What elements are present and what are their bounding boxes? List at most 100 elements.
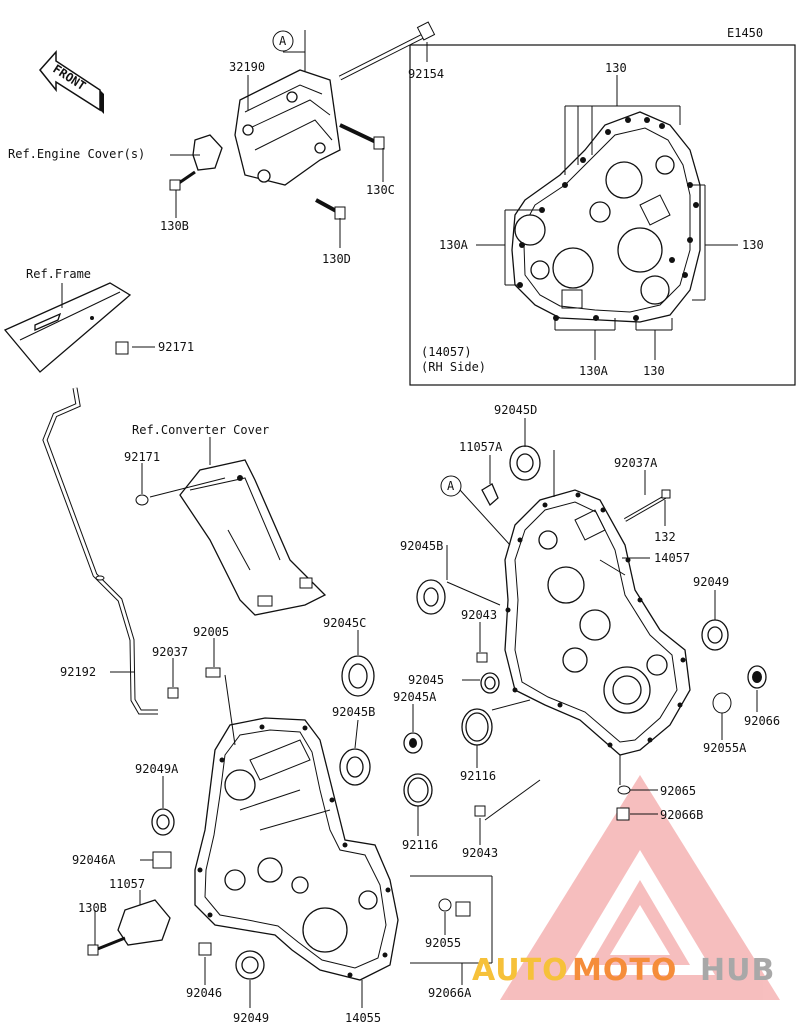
label-92045a: 92045A bbox=[393, 690, 437, 704]
callout-a-top bbox=[272, 30, 294, 52]
svg-text:HUB: HUB bbox=[700, 953, 775, 988]
bearing-92045d bbox=[509, 445, 541, 481]
bracket-11057a bbox=[481, 483, 499, 507]
dowel-92005 bbox=[205, 667, 221, 678]
label-92154: 92154 bbox=[408, 67, 444, 81]
label-14057: 14057 bbox=[654, 551, 690, 565]
label-92043-left: 92043 bbox=[462, 846, 498, 860]
right-leaders bbox=[446, 418, 758, 821]
seal-92049-right bbox=[701, 619, 729, 651]
label-92171-cover: 92171 bbox=[124, 450, 160, 464]
label-92192: 92192 bbox=[60, 665, 96, 679]
label-92049-left: 92049 bbox=[233, 1011, 269, 1025]
seal-92045a bbox=[403, 732, 423, 754]
right-crankcase-14057 bbox=[504, 489, 691, 756]
label-92046: 92046 bbox=[186, 986, 222, 1000]
engine-bracket-32190 bbox=[234, 69, 341, 186]
label-130b-bottom: 130B bbox=[78, 901, 107, 915]
label-92045b-left: 92045B bbox=[332, 705, 375, 719]
label-92045c: 92045C bbox=[323, 616, 366, 630]
inset-crankcase-rh bbox=[511, 111, 701, 323]
bolt-130c bbox=[339, 123, 385, 150]
label-132: 132 bbox=[654, 530, 676, 544]
label-92045b-right: 92045B bbox=[400, 539, 443, 553]
label-32190: 32190 bbox=[229, 60, 265, 74]
inset-leaders bbox=[476, 75, 738, 360]
label-92055: 92055 bbox=[425, 936, 461, 950]
frame-leaders bbox=[61, 283, 155, 348]
label-14055: 14055 bbox=[345, 1011, 381, 1025]
oring-92055 bbox=[438, 898, 452, 912]
engine-cover-bracket bbox=[192, 134, 223, 171]
label-92116-left: 92116 bbox=[402, 838, 438, 852]
plug-92066a bbox=[455, 901, 471, 917]
label-92171-frame: 92171 bbox=[158, 340, 194, 354]
watermark-text: AUTO MOTO HUB bbox=[472, 953, 775, 988]
label-92066: 92066 bbox=[744, 714, 780, 728]
inset-label-130-bottom: 130 bbox=[643, 364, 665, 378]
top-leaders bbox=[170, 30, 428, 248]
label-92043-right: 92043 bbox=[461, 608, 497, 622]
oring-92055a bbox=[712, 692, 732, 714]
callout-a-right-label: A bbox=[447, 479, 455, 493]
seal-92045 bbox=[480, 672, 500, 694]
watermark-logo-icon bbox=[500, 775, 780, 1000]
inset-frame bbox=[409, 44, 796, 386]
label-92037: 92037 bbox=[152, 645, 188, 659]
label-92116-right: 92116 bbox=[460, 769, 496, 783]
label-92066b: 92066B bbox=[660, 808, 703, 822]
label-130c: 130C bbox=[366, 183, 395, 197]
label-11057a: 11057A bbox=[459, 440, 503, 454]
label-92049-right: 92049 bbox=[693, 575, 729, 589]
diagram-code: E1450 bbox=[727, 26, 763, 40]
left-crankcase-14055 bbox=[194, 717, 399, 981]
plug-92037a-132 bbox=[624, 489, 671, 522]
label-92005: 92005 bbox=[193, 625, 229, 639]
inset-label-130-right: 130 bbox=[742, 238, 764, 252]
ref-frame: Ref.Frame bbox=[26, 267, 91, 281]
seal-92049-left bbox=[235, 950, 265, 980]
bolt-130d bbox=[315, 198, 346, 220]
hose-92192 bbox=[42, 387, 158, 715]
bolt-92154 bbox=[338, 21, 436, 81]
converter-cover-duct bbox=[135, 459, 327, 616]
svg-text:AUTO: AUTO bbox=[472, 953, 569, 988]
bearing-92045b-left bbox=[339, 748, 371, 786]
inset-note-side: (RH Side) bbox=[421, 360, 486, 374]
dowel-92046 bbox=[198, 942, 212, 956]
label-92055a: 92055A bbox=[703, 741, 747, 755]
callout-a-top-label: A bbox=[279, 34, 287, 48]
collar-92046a bbox=[152, 851, 172, 869]
ref-converter-cover: Ref.Converter Cover bbox=[132, 423, 269, 437]
frame-tube bbox=[3, 282, 132, 373]
label-92066a: 92066A bbox=[428, 986, 472, 1000]
inset-label-130a-left: 130A bbox=[439, 238, 469, 252]
inset-note-part: (14057) bbox=[421, 345, 472, 359]
bolt-130b-top bbox=[169, 170, 196, 191]
dowel-92043-left bbox=[474, 805, 486, 817]
bolt-130b-bottom bbox=[87, 936, 126, 956]
seal-92049a bbox=[151, 808, 175, 836]
converter-leaders bbox=[141, 437, 226, 498]
label-92037a: 92037A bbox=[614, 456, 658, 470]
bearing-92045c bbox=[341, 655, 375, 697]
label-130d: 130D bbox=[322, 252, 351, 266]
front-arrow-icon: FRONT bbox=[39, 50, 104, 114]
dowel-92043-right bbox=[476, 652, 488, 663]
ref-engine-cover: Ref.Engine Cover(s) bbox=[8, 147, 145, 161]
svg-text:MOTO: MOTO bbox=[572, 953, 677, 988]
inset-label-130-top: 130 bbox=[605, 61, 627, 75]
label-11057: 11057 bbox=[109, 877, 145, 891]
left-leaders bbox=[94, 630, 493, 1008]
label-92065: 92065 bbox=[660, 784, 696, 798]
label-92046a: 92046A bbox=[72, 853, 116, 867]
plug-92066 bbox=[747, 665, 767, 689]
callout-a-right bbox=[440, 475, 462, 497]
label-92045: 92045 bbox=[408, 673, 444, 687]
ring-92116-left bbox=[403, 773, 433, 807]
label-130b-top: 130B bbox=[160, 219, 189, 233]
washer-92065 bbox=[617, 785, 631, 795]
plug-92066b bbox=[616, 807, 630, 821]
inset-label-130a-bottom: 130A bbox=[579, 364, 609, 378]
